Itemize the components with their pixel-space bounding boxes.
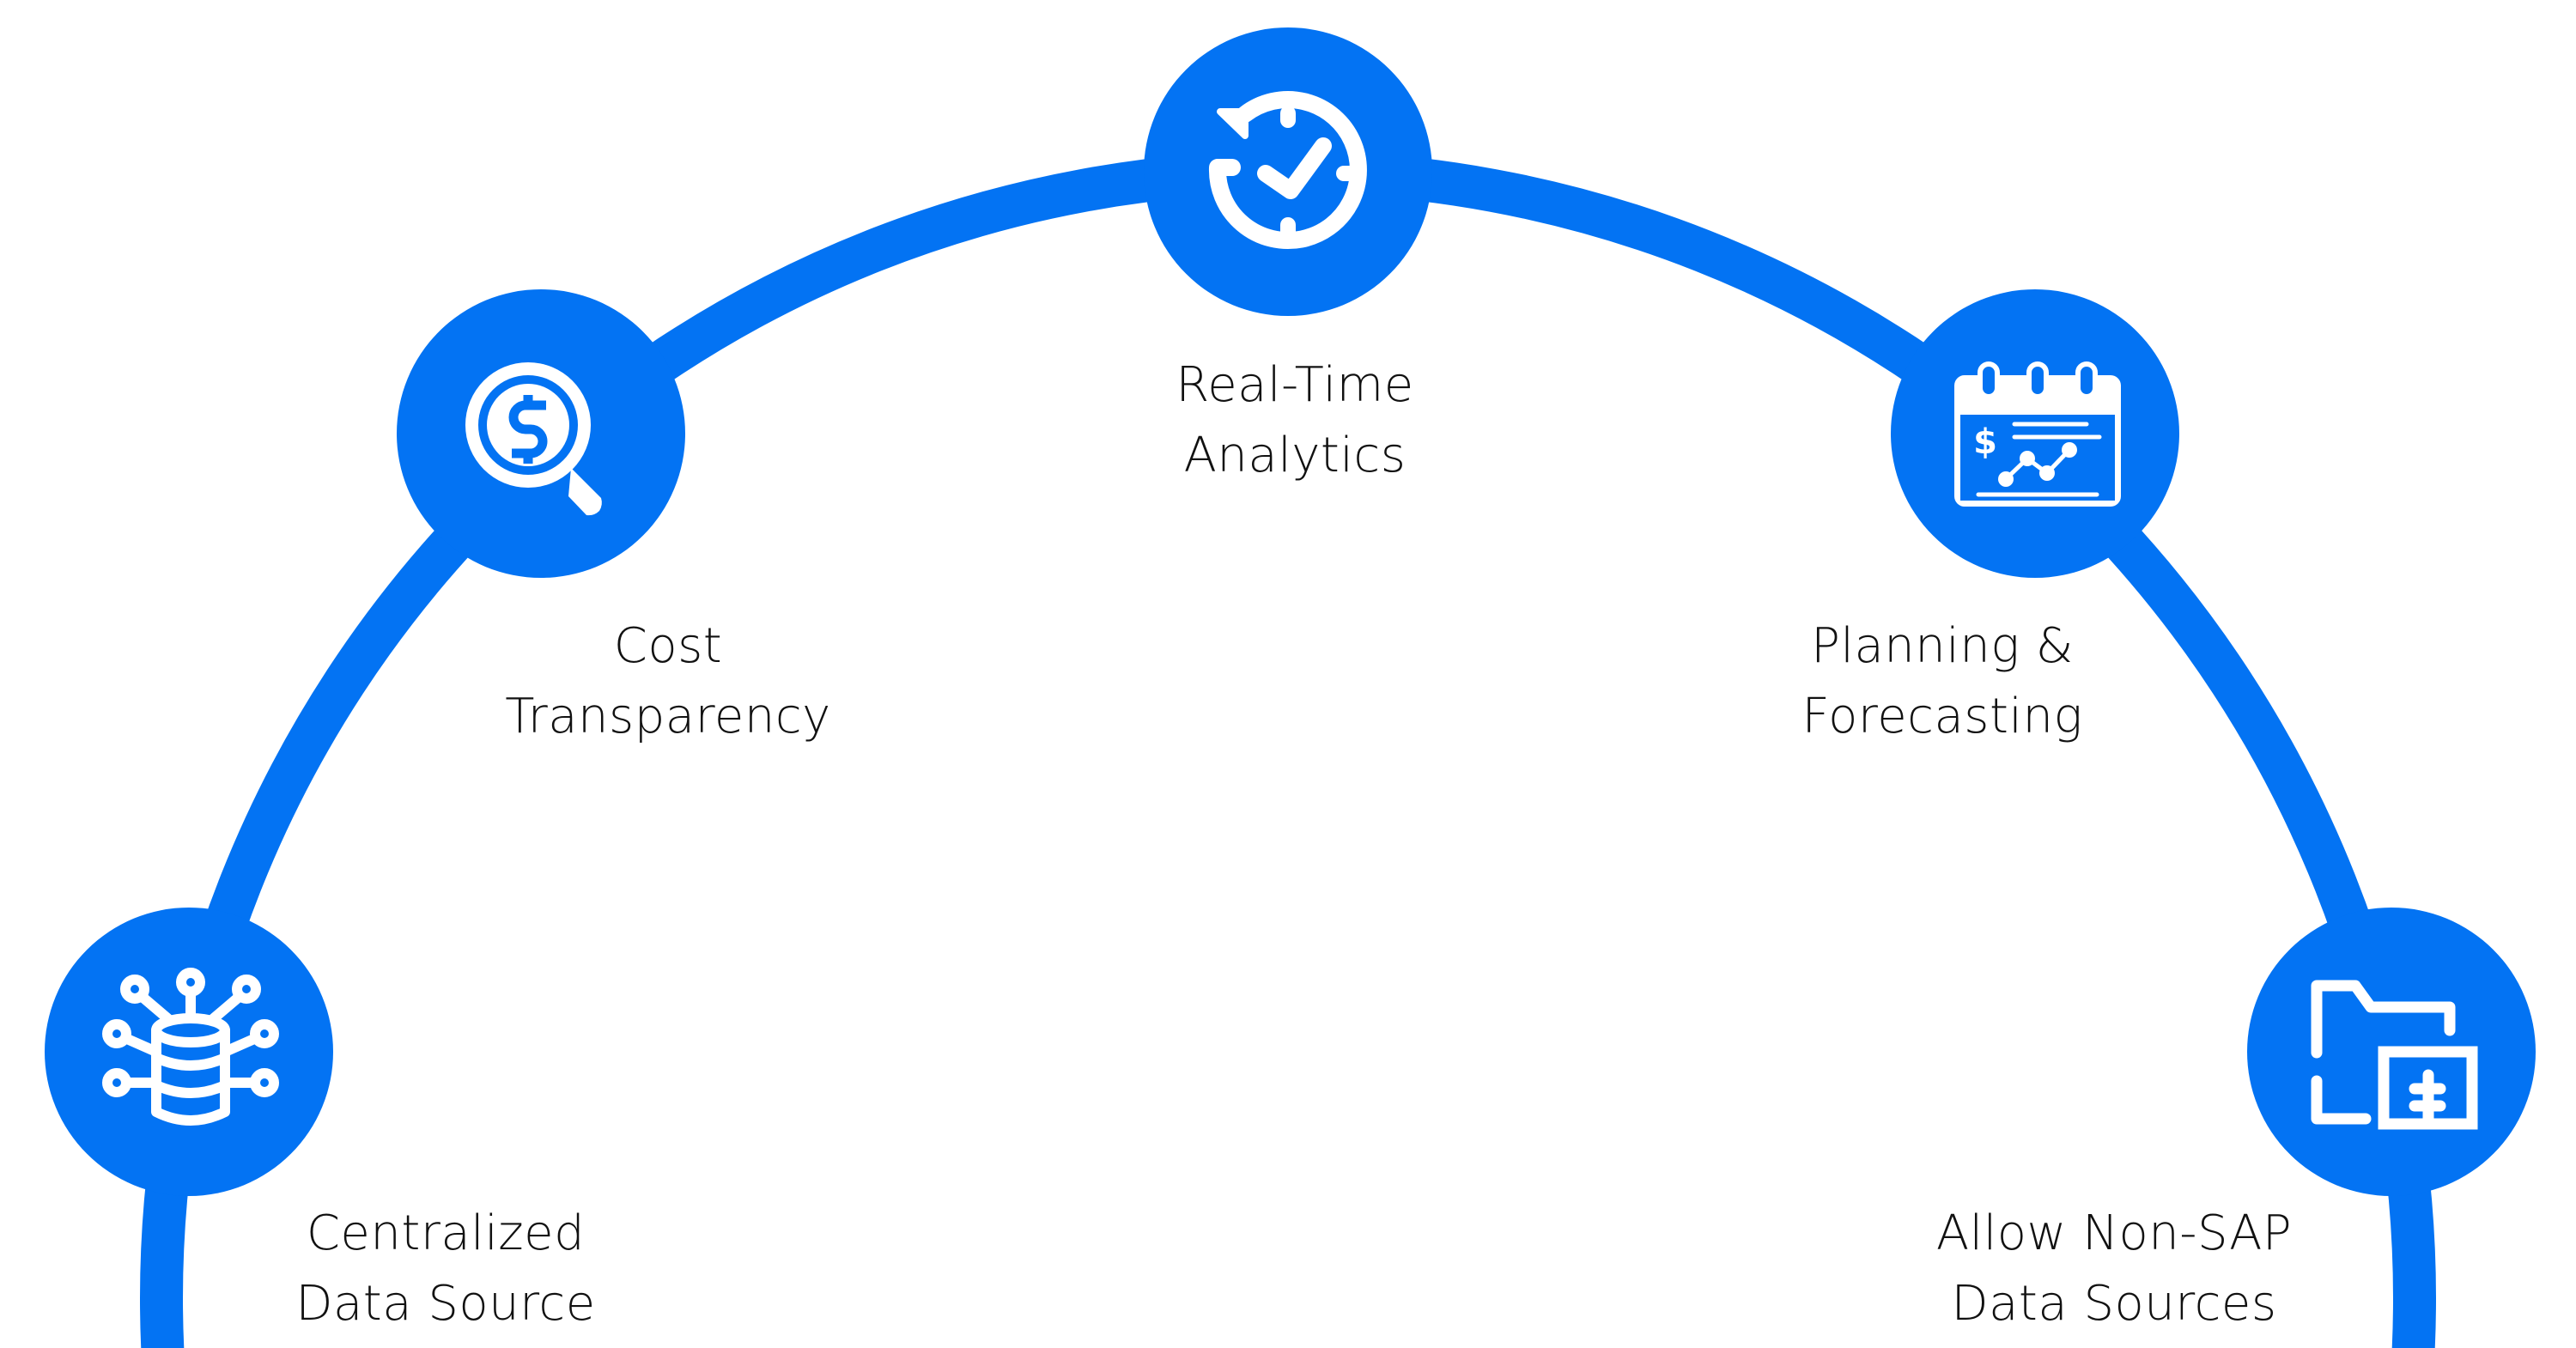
label-line-1: Cost bbox=[613, 618, 723, 674]
calendar-chart-dollar-icon: $ bbox=[1954, 361, 2121, 507]
label-line-1: Planning & bbox=[1811, 618, 2074, 674]
label-planning-forecasting: Planning & Forecasting bbox=[1801, 611, 2082, 752]
label-line-2: Data Sources bbox=[1951, 1276, 2277, 1332]
node-centralized-data-source bbox=[45, 908, 333, 1196]
label-line-2: Analytics bbox=[1183, 428, 1406, 483]
folder-hierarchy-icon bbox=[2311, 980, 2478, 1130]
dollar-magnifier-icon bbox=[465, 362, 602, 516]
label-line-1: Centralized bbox=[306, 1205, 586, 1261]
label-line-1: Allow Non-SAP bbox=[1935, 1205, 2293, 1261]
label-line-2: Data Source bbox=[295, 1276, 596, 1332]
svg-text:$: $ bbox=[1973, 422, 1997, 462]
node-real-time-analytics bbox=[1144, 27, 1432, 316]
label-line-1: Real-Time bbox=[1176, 357, 1414, 413]
node-planning-forecasting: $ bbox=[1891, 289, 2179, 578]
label-centralized-data-source: Centralized Data Source bbox=[295, 1199, 595, 1339]
node-cost-transparency bbox=[397, 289, 685, 578]
clock-check-refresh-icon bbox=[1208, 91, 1367, 249]
label-cost-transparency: Cost Transparency bbox=[505, 611, 831, 752]
label-line-2: Forecasting bbox=[1801, 689, 2083, 744]
label-real-time-analytics: Real-Time Analytics bbox=[1176, 350, 1413, 491]
node-non-sap-data-sources bbox=[2247, 908, 2536, 1196]
label-line-2: Transparency bbox=[505, 689, 831, 744]
database-network-icon bbox=[102, 968, 279, 1126]
label-non-sap-data-sources: Allow Non-SAP Data Sources bbox=[1936, 1199, 2292, 1339]
